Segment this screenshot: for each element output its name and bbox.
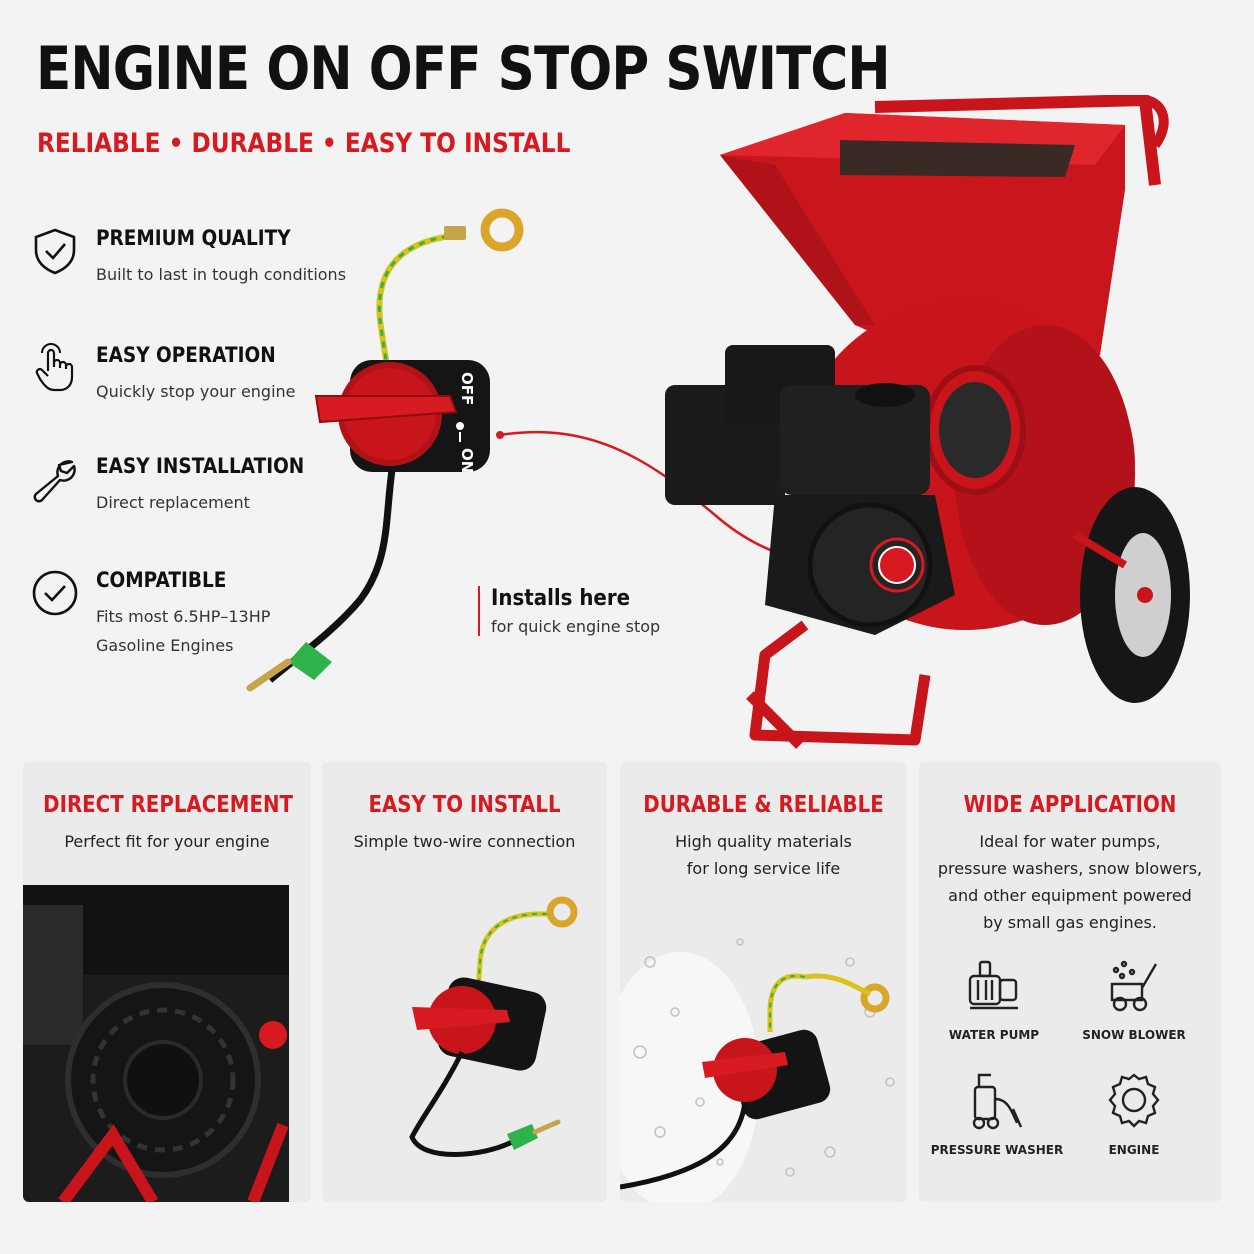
app-water-pump: WATER PUMP xyxy=(924,954,1064,1042)
switch-off-label: OFF xyxy=(458,372,476,405)
page-title: ENGINE ON OFF STOP SWITCH xyxy=(36,34,891,104)
panel-desc-line: High quality materials xyxy=(675,832,852,851)
feature-desc-line: Gasoline Engines xyxy=(96,636,234,655)
app-label: ENGINE xyxy=(1108,1143,1160,1157)
wrench-icon xyxy=(33,460,76,503)
panel-desc: High quality materials for long service … xyxy=(630,828,897,882)
snow-blower-icon xyxy=(1110,960,1158,1012)
panel-desc-line: for long service life xyxy=(686,859,841,878)
install-callout-desc: for quick engine stop xyxy=(491,617,661,636)
feature-desc: Direct replacement xyxy=(96,493,250,512)
app-label: PRESSURE WASHER xyxy=(930,1143,1064,1157)
app-engine: ENGINE xyxy=(1064,1069,1204,1157)
install-callout: Installs here for quick engine stop xyxy=(478,586,660,636)
feature-desc: Quickly stop your engine xyxy=(96,382,296,401)
feature-desc-line: Fits most 6.5HP–13HP xyxy=(96,607,271,626)
pressure-washer-icon xyxy=(972,1073,1023,1130)
app-label: WATER PUMP xyxy=(948,1028,1040,1042)
feature-title: EASY INSTALLATION xyxy=(96,454,305,478)
feature-desc: Built to last in tough conditions xyxy=(96,265,347,284)
panel-title: EASY TO INSTALL xyxy=(368,792,561,818)
panel-easy-to-install: EASY TO INSTALL Simple two-wire connecti… xyxy=(322,762,607,1202)
app-pressure-washer: PRESSURE WASHER xyxy=(927,1069,1067,1157)
panel-desc-line: pressure washers, snow blowers, xyxy=(937,859,1203,878)
shield-check-icon xyxy=(34,228,76,275)
feature-title: EASY OPERATION xyxy=(96,343,276,367)
panel-title: DIRECT REPLACEMENT xyxy=(43,792,294,818)
engine-gear-icon xyxy=(1108,1073,1160,1128)
switch-small-image xyxy=(409,896,578,1157)
water-pump-icon xyxy=(968,960,1018,1010)
app-snow-blower: SNOW BLOWER xyxy=(1064,954,1204,1042)
page-subtitle: RELIABLE • DURABLE • EASY TO INSTALL xyxy=(37,128,571,159)
panel-desc-line: by small gas engines. xyxy=(983,913,1157,932)
hand-pointer-icon xyxy=(35,343,74,392)
panel-title: WIDE APPLICATION xyxy=(963,792,1177,818)
install-callout-title: Installs here xyxy=(491,586,631,611)
panel-wide-application: WIDE APPLICATION Ideal for water pumps, … xyxy=(919,762,1221,1202)
panel-direct-replacement: DIRECT REPLACEMENT Perfect fit for your … xyxy=(23,762,311,1202)
feature-title: COMPATIBLE xyxy=(96,568,227,592)
water-splash-image xyxy=(620,938,895,1202)
panel-desc: Ideal for water pumps, pressure washers,… xyxy=(929,828,1211,936)
switch-on-label: ON xyxy=(458,448,476,473)
check-circle-icon xyxy=(32,570,78,616)
feature-title: PREMIUM QUALITY xyxy=(96,226,291,250)
engine-closeup-image xyxy=(23,885,289,1202)
switch-illustration: OFF ON xyxy=(246,208,524,692)
feature-desc: Fits most 6.5HP–13HP Gasoline Engines xyxy=(96,602,396,660)
panel-desc-line: and other equipment powered xyxy=(948,886,1192,905)
panel-desc: Simple two-wire connection xyxy=(353,832,576,851)
panel-durable-reliable: DURABLE & RELIABLE High quality material… xyxy=(620,762,907,1202)
panel-title: DURABLE & RELIABLE xyxy=(643,792,884,818)
app-label: SNOW BLOWER xyxy=(1082,1028,1186,1042)
wood-chipper-image xyxy=(665,95,1190,749)
panel-desc-line: Ideal for water pumps, xyxy=(979,832,1161,851)
panel-desc: Perfect fit for your engine xyxy=(64,832,270,851)
